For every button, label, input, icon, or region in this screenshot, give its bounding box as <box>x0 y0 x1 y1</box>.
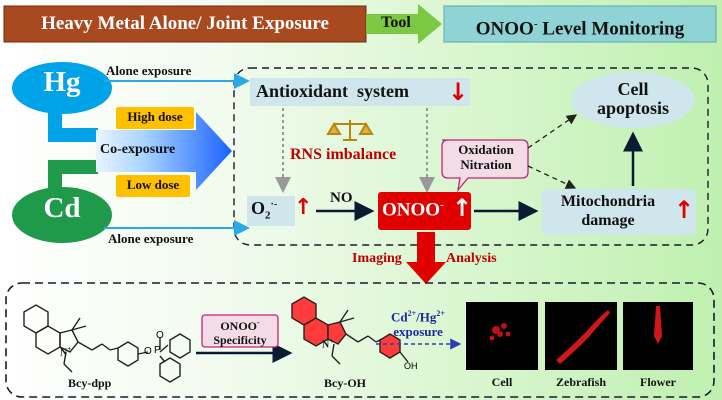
no-label: NO <box>330 190 353 206</box>
superoxide-up-arrow: ↑ <box>294 195 313 220</box>
rns-imbalance-label: RNS imbalance <box>290 146 397 163</box>
low-dose-label: Low dose <box>126 177 180 192</box>
bcy-dpp-label: Bcy-dpp <box>68 376 112 390</box>
exposure-word: exposure <box>393 324 443 340</box>
hg-bar <box>48 128 98 142</box>
superoxide-label: O2·- <box>251 198 277 222</box>
mechanism-dashed-box <box>233 67 709 246</box>
onoo-main: ONOO <box>382 199 441 221</box>
header-left-box <box>3 5 367 43</box>
bcy-dpp-n: N <box>60 347 68 359</box>
hg-ellipse <box>12 62 112 114</box>
bcy-dpp-p: P <box>154 345 161 356</box>
callout-to-mito-arrow <box>527 165 577 189</box>
analysis-label: Analysis <box>446 251 497 266</box>
bcy-dpp-nplus: N+ <box>60 345 71 358</box>
antioxidant-label: Antioxidant system <box>256 81 410 101</box>
scale-icon <box>326 120 374 141</box>
superoxide-box <box>247 196 295 226</box>
superoxide-o: O <box>251 198 266 218</box>
specificity-onoo-sup: - <box>257 318 260 327</box>
mito-box <box>542 189 696 235</box>
cell-caption: Cell <box>491 375 513 389</box>
header-right-box <box>443 5 717 43</box>
imaging-label: Imaging <box>352 251 402 266</box>
cell-image-signal <box>489 323 511 341</box>
flower-caption: Flower <box>640 375 676 389</box>
bcy-oh-oh: OH <box>404 361 418 371</box>
bcy-dpp-o2: O <box>156 330 164 341</box>
flower-image-signal <box>654 306 662 344</box>
callout-to-apoptosis-arrow <box>527 114 578 149</box>
header-left-title: Heavy Metal Alone/ Joint Exposure <box>41 13 329 34</box>
cell-apoptosis-line1: Cell <box>617 79 649 99</box>
specificity-onoo-main: ONOO <box>220 319 257 333</box>
mito-line2: damage <box>581 212 635 229</box>
antioxidant-box <box>250 78 470 106</box>
bcy-oh-label: Bcy-OH <box>324 376 366 390</box>
high-dose-label: High dose <box>127 109 183 124</box>
antioxidant-down-arrow: ↓ <box>448 78 469 106</box>
co-exposure-label: Co-exposure <box>100 142 176 157</box>
exposure-cd: Cd <box>391 309 408 325</box>
exposure-hg-charge: 2+ <box>436 309 445 318</box>
cd-label: Cd <box>43 192 81 224</box>
imaging-down-arrow <box>406 232 446 284</box>
onoo-box <box>378 192 471 230</box>
exposure-hg: /Hg <box>416 309 437 325</box>
specificity-word: Specificity <box>213 333 267 347</box>
mito-label: Mitochondria damage <box>546 192 670 230</box>
oxidation-label: Oxidation Nitration <box>444 142 528 172</box>
cell-apoptosis-ellipse <box>571 72 695 128</box>
header-right-sup: - <box>533 18 538 30</box>
bcy-dpp-structure <box>23 304 191 383</box>
cd-bar <box>48 160 98 174</box>
exposure-cd-charge: 2+ <box>407 309 417 318</box>
specificity-text: ONOO- Specificity <box>202 316 278 347</box>
bcy-dpp-n-plus: + <box>67 345 72 353</box>
high-dose-box <box>116 107 194 129</box>
cell-apoptosis-line2: apoptosis <box>596 98 670 118</box>
co-exposure-arrow <box>96 112 232 190</box>
zebrafish-image-signal <box>556 310 610 364</box>
low-dose-box <box>116 175 190 197</box>
oxidation-text: Oxidation <box>458 142 514 157</box>
nitration-text: Nitration <box>460 157 512 172</box>
bcy-oh-nplus: N+ <box>322 337 333 350</box>
exposure-probe-label: Cd2+/Hg2+ exposure <box>376 306 460 339</box>
exposure-metals: Cd2+/Hg2+ <box>376 306 460 324</box>
cell-apoptosis-label: Cell apoptosis <box>571 80 695 118</box>
superoxide-sup: ·- <box>270 199 278 210</box>
mito-line1: Mitochondria <box>560 193 656 210</box>
superoxide-sub: 2 <box>265 209 271 222</box>
hg-label: Hg <box>43 66 81 98</box>
cd-ellipse <box>12 187 112 243</box>
zebrafish-caption: Zebrafish <box>555 375 606 389</box>
tool-arrow <box>366 4 442 44</box>
header-right-title: ONOO- Level Monitoring <box>444 6 716 42</box>
hg-alone-label: Alone exposure <box>106 63 192 78</box>
specificity-box <box>201 314 279 348</box>
oxidation-callout <box>441 139 529 193</box>
onoo-label: ONOO- <box>382 199 444 221</box>
bcy-oh-n: N <box>322 339 330 351</box>
tool-label: Tool <box>381 14 411 31</box>
mito-up-arrow: ↑ <box>674 196 695 224</box>
bcy-oh-n-plus: + <box>329 337 334 345</box>
probe-dashed-box <box>5 282 715 398</box>
onoo-up-arrow: ↑ <box>452 194 473 222</box>
onoo-sup: - <box>440 199 444 211</box>
cd-alone-label: Alone exposure <box>108 231 194 246</box>
specificity-onoo: ONOO- <box>202 316 278 333</box>
header-right-rest: Level Monitoring <box>537 18 685 40</box>
bcy-oh-structure <box>291 296 409 365</box>
bcy-dpp-o1: O <box>144 346 152 357</box>
header-right-onoo: ONOO <box>475 18 534 40</box>
